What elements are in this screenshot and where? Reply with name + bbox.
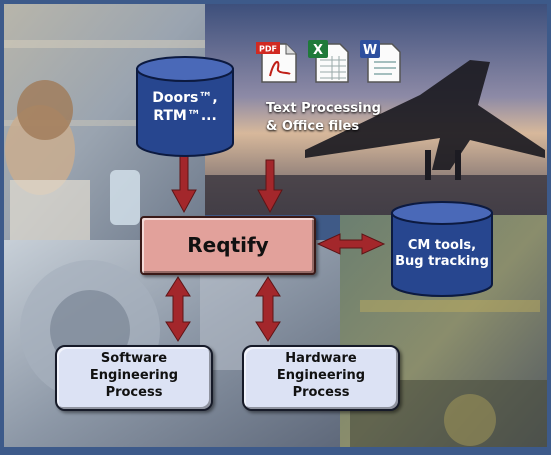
database-cylinder-icon	[136, 56, 234, 157]
arrow-files-to-reqtify	[257, 159, 283, 214]
arrow-doors-to-reqtify	[171, 154, 197, 214]
doors-line-2: RTM™...	[153, 107, 217, 124]
pdf-file-icon: PDF	[256, 42, 297, 83]
doors-repository: Doors™, RTM™...	[135, 55, 235, 158]
software-process-box: Software Engineering Process	[55, 345, 213, 411]
doors-line-1: Doors™,	[152, 90, 218, 106]
reqtify-hub: Reqtify	[140, 216, 316, 275]
cm-tools-line-1: CM tools,	[407, 238, 477, 253]
office-file-icons: PDF X W	[256, 38, 406, 86]
hardware-process-line-3: Process	[292, 384, 350, 400]
office-files-label: Text Processing & Office files	[266, 100, 406, 135]
software-process-line-3: Process	[105, 384, 163, 400]
excel-file-icon: X	[308, 40, 349, 83]
svg-text:X: X	[313, 43, 323, 58]
software-process-line-2: Engineering	[89, 367, 179, 383]
arrow-reqtify-software	[165, 276, 191, 342]
office-files-label-line-1: Text Processing	[266, 101, 381, 116]
cm-tools-line-2: Bug tracking	[395, 254, 489, 270]
reqtify-label: Reqtify	[187, 233, 269, 257]
arrow-reqtify-hardware	[255, 276, 281, 342]
hardware-process-line-2: Engineering	[276, 367, 366, 383]
svg-text:PDF: PDF	[259, 45, 277, 54]
word-file-icon: W	[360, 40, 401, 83]
software-process-line-1: Software	[100, 351, 168, 366]
arrow-reqtify-cm-tools	[316, 233, 386, 255]
office-files-label-line-2: & Office files	[266, 118, 360, 134]
database-cylinder-icon	[391, 201, 493, 297]
hardware-process-line-1: Hardware	[285, 351, 357, 366]
svg-text:W: W	[363, 43, 377, 58]
hardware-process-box: Hardware Engineering Process	[242, 345, 400, 411]
cm-tools-repository: CM tools, Bug tracking	[390, 200, 494, 298]
